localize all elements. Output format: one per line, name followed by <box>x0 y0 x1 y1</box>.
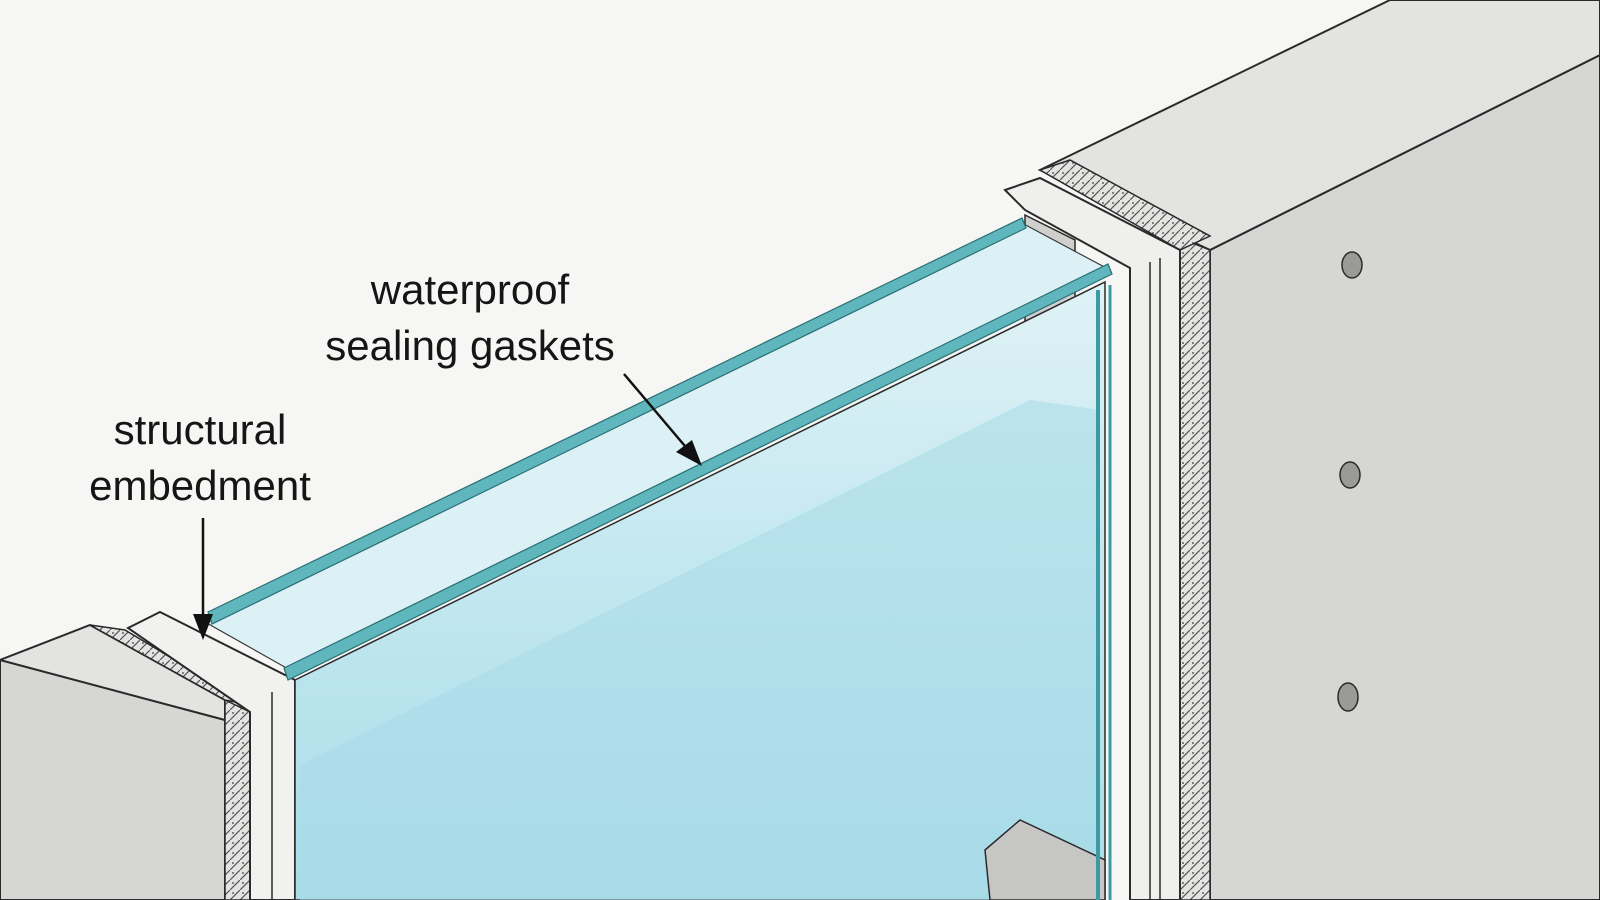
right-embedment-hatch <box>1179 236 1211 900</box>
gaskets-label-line2: sealing gaskets <box>325 322 615 369</box>
structural-embedment-label: structural embedment <box>40 402 360 514</box>
right-embedment-hatch-top <box>1038 159 1212 251</box>
gasket-strip-inner <box>283 263 1113 681</box>
waterproof-sealing-gaskets-label: waterproof sealing gaskets <box>280 262 660 374</box>
anchor-hole <box>1337 682 1359 712</box>
gaskets-leader-line <box>623 373 691 453</box>
embedment-label-line2: embedment <box>89 462 311 509</box>
gaskets-arrowhead <box>676 440 702 466</box>
left-embedment-hatch <box>224 698 251 900</box>
right-frame-channel <box>1003 176 1181 900</box>
water-surface <box>300 400 1100 900</box>
embedment-arrowhead <box>193 614 213 640</box>
gaskets-label-line1: waterproof <box>370 266 570 313</box>
anchor-hole <box>1339 461 1361 489</box>
left-frame-channel <box>126 610 296 900</box>
anchor-hole <box>1341 251 1363 279</box>
embedment-label-line1: structural <box>113 406 287 453</box>
glass-bottom-ledge <box>984 819 1106 900</box>
